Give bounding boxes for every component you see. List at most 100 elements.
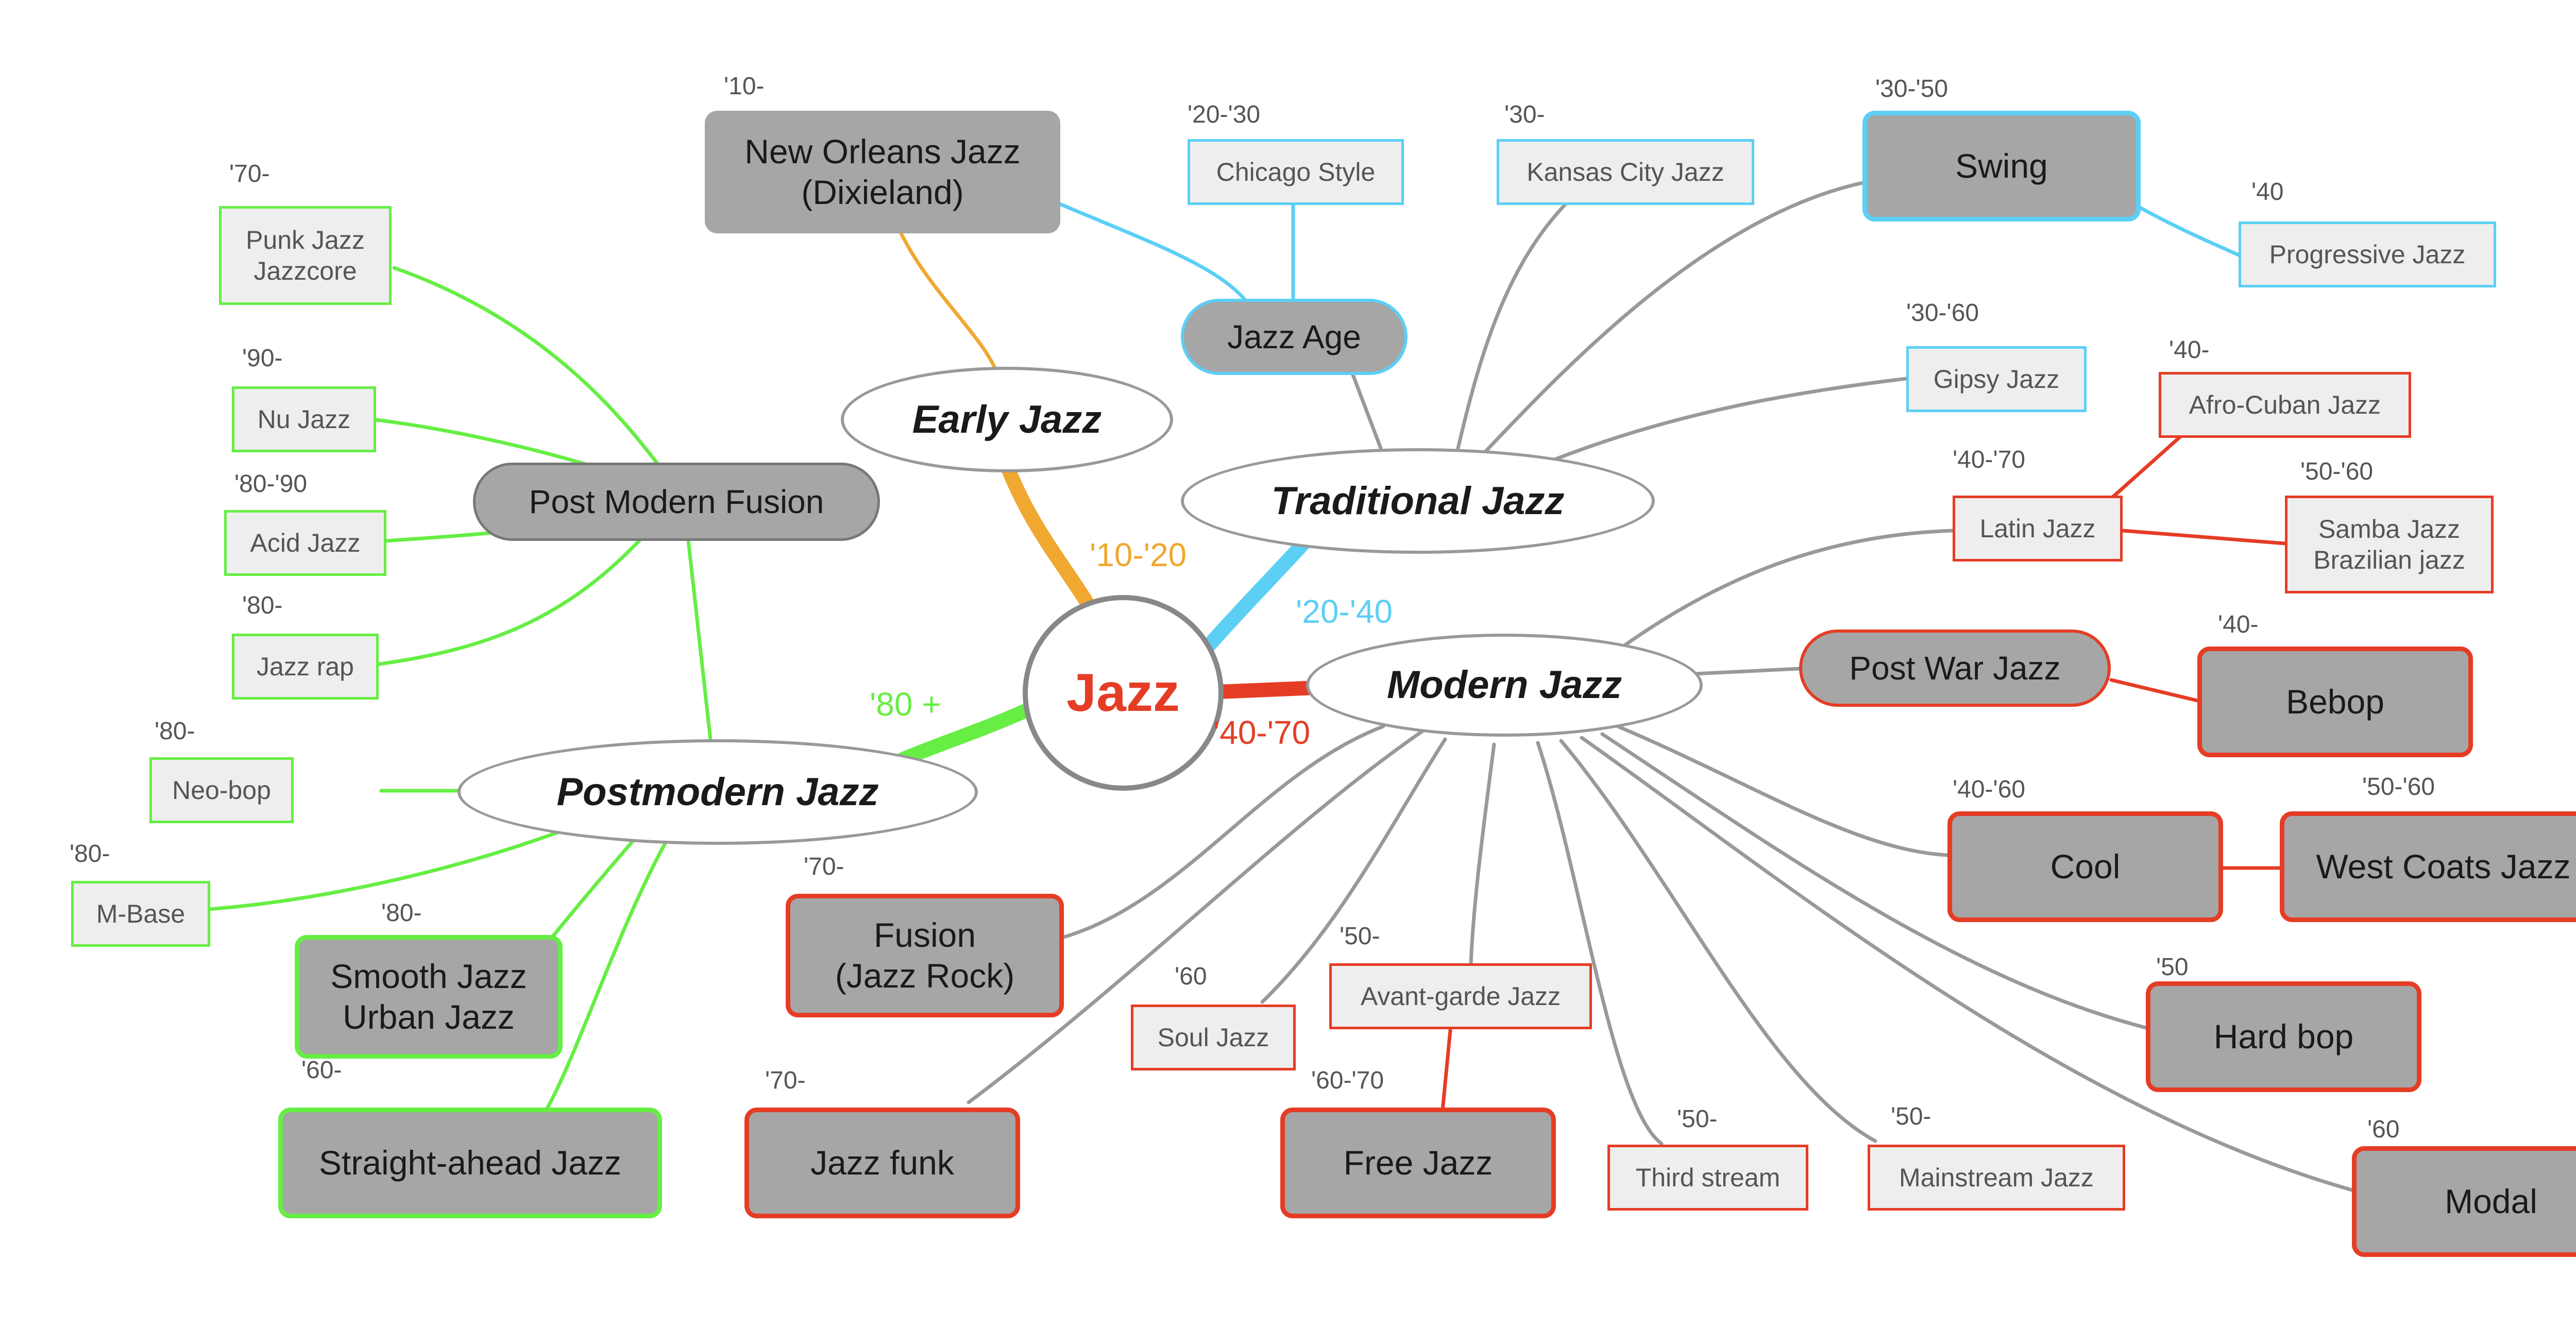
node-modal[interactable]: Modal [2352, 1146, 2576, 1257]
node-third-stream[interactable]: Third stream [1607, 1145, 1808, 1211]
date-neo-bop: '80- [155, 718, 195, 745]
node-jazz-funk[interactable]: Jazz funk [744, 1108, 1020, 1218]
branch-traditional-jazz[interactable]: Traditional Jazz [1181, 448, 1655, 554]
line-rap [374, 534, 646, 667]
node-hard-bop[interactable]: Hard bop [2146, 981, 2421, 1092]
branch-postmodern-jazz[interactable]: Postmodern Jazz [457, 739, 978, 845]
date-punk-jazz: '70- [229, 160, 270, 188]
line-straight [544, 838, 669, 1112]
node-samba-jazz[interactable]: Samba Jazz Brazilian jazz [2285, 496, 2494, 593]
node-jazz-rap[interactable]: Jazz rap [232, 634, 379, 700]
line-punk [392, 266, 662, 468]
date-mainstream: '50- [1891, 1103, 1931, 1130]
period-traditional: '20-'40 [1296, 593, 1393, 630]
trunk-early [1000, 459, 1094, 610]
node-gipsy-jazz[interactable]: Gipsy Jazz [1906, 346, 2087, 412]
node-swing[interactable]: Swing [1862, 111, 2141, 222]
date-progressive: '40 [2251, 178, 2284, 206]
line-progressive [2135, 204, 2241, 257]
node-fusion[interactable]: Fusion (Jazz Rock) [786, 894, 1064, 1017]
line-modal [1580, 736, 2354, 1192]
line-smooth [552, 835, 638, 937]
date-straight-ahead: '60- [301, 1057, 342, 1084]
period-early: '10-'20 [1090, 536, 1187, 573]
branch-early-jazz[interactable]: Early Jazz [841, 367, 1173, 472]
node-post-war-jazz[interactable]: Post War Jazz [1799, 630, 2111, 707]
line-hardbop [1600, 732, 2148, 1030]
node-avant-garde-jazz[interactable]: Avant-garde Jazz [1329, 963, 1592, 1029]
node-jazz-age[interactable]: Jazz Age [1181, 299, 1408, 375]
node-punk-jazz[interactable]: Punk Jazz Jazzcore [219, 206, 392, 305]
date-jazz-funk: '70- [765, 1067, 806, 1094]
node-free-jazz[interactable]: Free Jazz [1280, 1108, 1556, 1218]
line-latin [1621, 529, 1955, 649]
date-swing: '30-'50 [1875, 75, 1948, 103]
node-west-coats-jazz[interactable]: West Coats Jazz [2280, 811, 2576, 922]
node-chicago-style[interactable]: Chicago Style [1188, 139, 1404, 205]
line-third-stream [1536, 741, 1664, 1146]
date-modal: '60 [2367, 1116, 2400, 1143]
center-node-jazz[interactable]: Jazz [1023, 595, 1224, 791]
node-nu-jazz[interactable]: Nu Jazz [232, 386, 376, 452]
node-m-base[interactable]: M-Base [71, 881, 210, 947]
node-cool[interactable]: Cool [1947, 811, 2223, 922]
line-swing [1482, 181, 1865, 455]
node-afro-cuban-jazz[interactable]: Afro-Cuban Jazz [2159, 372, 2411, 438]
node-kansas-city-jazz[interactable]: Kansas City Jazz [1497, 139, 1754, 205]
date-west-coats: '50-'60 [2362, 773, 2435, 801]
trunk-traditional [1198, 536, 1311, 656]
node-bebop[interactable]: Bebop [2197, 647, 2473, 757]
node-progressive-jazz[interactable]: Progressive Jazz [2239, 222, 2496, 287]
line-mbase [207, 830, 561, 911]
date-afro-cuban: '40- [2169, 336, 2210, 364]
date-free-jazz: '60-'70 [1311, 1067, 1384, 1094]
node-new-orleans-jazz[interactable]: New Orleans Jazz (Dixieland) [705, 111, 1060, 233]
date-kansas-city: '30- [1504, 101, 1545, 128]
trunk-postmodern [894, 704, 1032, 767]
line-postwar-bebop [2109, 678, 2199, 703]
line-pmf [686, 534, 713, 746]
period-postmodern: '80 + [870, 686, 941, 723]
line-avant-free [1440, 1028, 1452, 1112]
line-avant-garde [1469, 742, 1496, 965]
line-soul [1260, 737, 1447, 1004]
line-new-orleans [897, 227, 996, 369]
line-jazz-age [1350, 371, 1383, 450]
line-orleans-jazzage [1057, 201, 1254, 311]
line-mainstream [1559, 739, 1877, 1143]
line-cool [1616, 724, 1950, 857]
date-chicago: '20-'30 [1188, 101, 1261, 128]
line-kansas [1456, 201, 1568, 450]
line-jazzfunk [967, 729, 1424, 1104]
date-smooth-jazz: '80- [381, 899, 422, 927]
date-latin: '40-'70 [1953, 446, 2026, 473]
date-avant-garde: '50- [1340, 923, 1380, 950]
node-post-modern-fusion[interactable]: Post Modern Fusion [473, 463, 880, 541]
date-fusion: '70- [804, 853, 844, 880]
date-m-base: '80- [70, 840, 110, 867]
node-mainstream-jazz[interactable]: Mainstream Jazz [1868, 1145, 2125, 1211]
date-bebop: '40- [2218, 611, 2259, 638]
node-straight-ahead-jazz[interactable]: Straight-ahead Jazz [278, 1108, 662, 1218]
date-new-orleans: '10- [724, 73, 765, 100]
node-acid-jazz[interactable]: Acid Jazz [224, 510, 386, 576]
date-acid-jazz: '80-'90 [234, 470, 308, 498]
line-afro-samba [2108, 433, 2184, 502]
date-soul-jazz: '60 [1175, 963, 1207, 990]
line-postwar [1693, 667, 1801, 676]
date-samba: '50-'60 [2300, 458, 2374, 485]
node-latin-jazz[interactable]: Latin Jazz [1953, 496, 2123, 562]
date-jazz-rap: '80- [242, 592, 283, 619]
node-soul-jazz[interactable]: Soul Jazz [1131, 1005, 1296, 1070]
line-gipsy [1549, 377, 1908, 463]
node-neo-bop[interactable]: Neo-bop [149, 757, 294, 823]
branch-modern-jazz[interactable]: Modern Jazz [1306, 634, 1703, 737]
date-cool: '40-'60 [1953, 776, 2026, 803]
date-nu-jazz: '90- [242, 345, 283, 372]
period-modern: '40-'70 [1213, 714, 1311, 751]
line-latin-samba [2121, 529, 2287, 546]
date-gipsy: '30-'60 [1906, 299, 1979, 327]
line-fusion [1060, 724, 1385, 940]
node-smooth-jazz[interactable]: Smooth Jazz Urban Jazz [295, 935, 563, 1059]
